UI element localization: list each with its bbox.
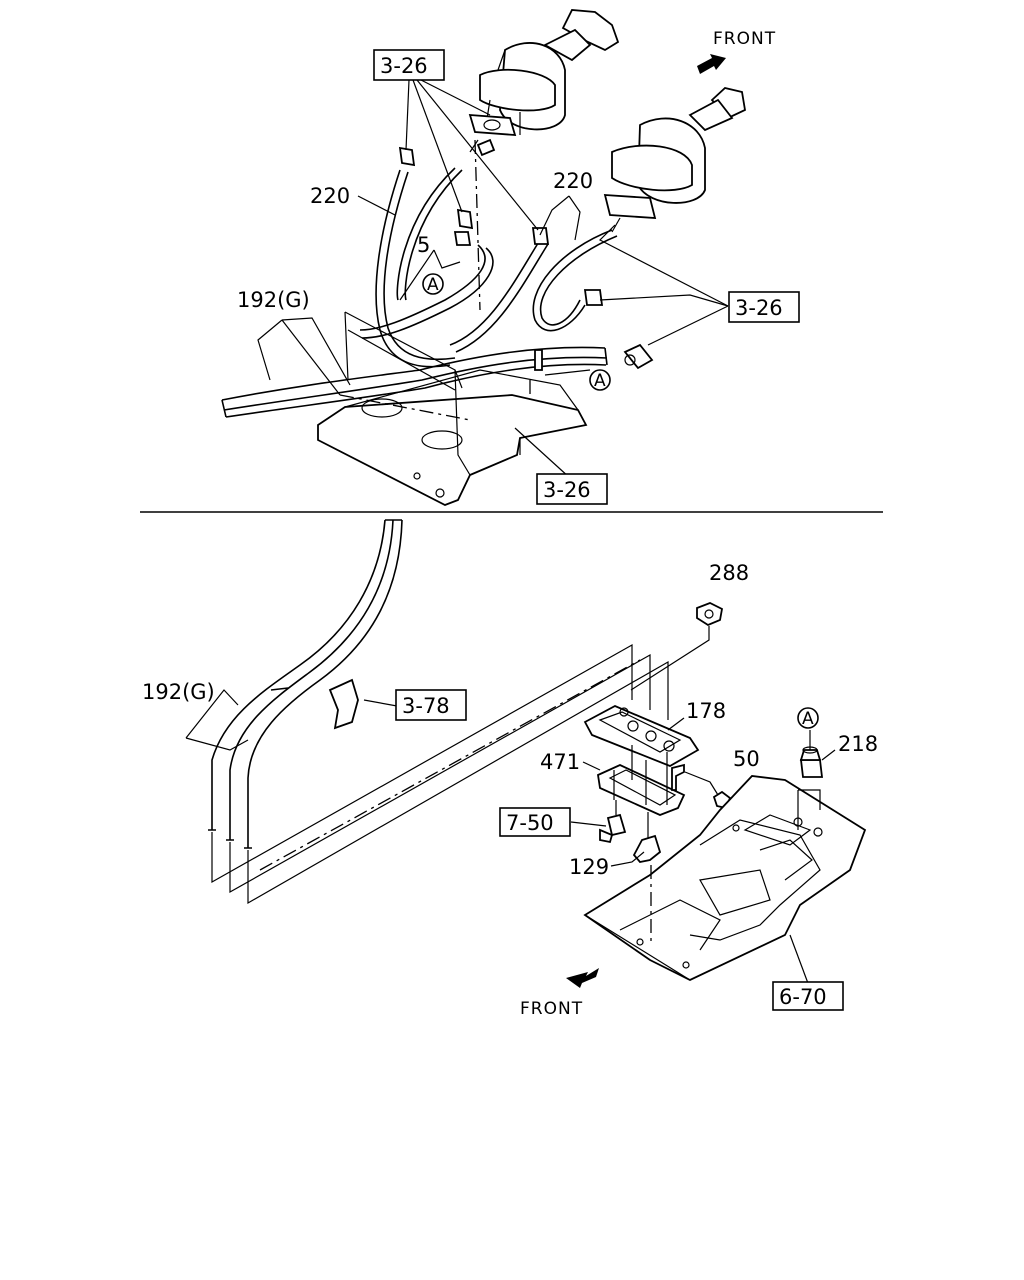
fitting-7-50 xyxy=(606,813,627,837)
cable-220-left xyxy=(359,167,494,368)
ref-label-3-26-a: 3-26 xyxy=(380,54,428,78)
clip-part xyxy=(328,678,359,730)
front-label-top: FRONT xyxy=(713,29,776,49)
connectors-top xyxy=(398,138,654,371)
lower-assembly: FRONT 192(G) 3-78 288 178 471 50 218 129… xyxy=(142,519,878,1019)
part-label-50: 50 xyxy=(733,747,760,771)
circle-a-label-3: A xyxy=(802,709,815,729)
ref-label-6-70: 6-70 xyxy=(779,985,827,1009)
circle-a-label-2: A xyxy=(594,371,607,391)
circle-a-marker-3 xyxy=(797,707,819,729)
front-label-bottom: FRONT xyxy=(520,999,583,1019)
screw-small xyxy=(671,763,685,791)
part-label-220-a: 220 xyxy=(310,184,350,208)
circle-a-label-1: A xyxy=(427,275,440,295)
part-label-218: 218 xyxy=(838,732,878,756)
plug-218 xyxy=(797,730,836,830)
cable-bundle-top xyxy=(221,346,608,418)
floor-panel xyxy=(583,775,867,982)
part-label-192g-top: 192(G) xyxy=(237,288,310,312)
ref-box-3-26-b xyxy=(728,291,800,323)
gasket-plate xyxy=(583,705,700,767)
ref-label-3-26-b: 3-26 xyxy=(735,296,783,320)
seal-ring xyxy=(597,764,686,816)
ref-label-3-78: 3-78 xyxy=(402,694,450,718)
control-lever-left xyxy=(468,9,620,153)
circle-a-marker-1 xyxy=(422,273,444,295)
ref-box-3-26-c xyxy=(536,473,608,505)
part-label-288: 288 xyxy=(709,561,749,585)
part-label-192g-bottom: 192(G) xyxy=(142,680,215,704)
elbow-129 xyxy=(632,834,662,863)
ref-box-6-70 xyxy=(772,981,844,1011)
ref-label-7-50: 7-50 xyxy=(506,811,554,835)
upper-assembly: FRONT 3-26 3-26 3-26 220 220 5 192(G) A … xyxy=(221,9,800,506)
part-label-129: 129 xyxy=(569,855,609,879)
ref-box-3-78 xyxy=(395,689,467,721)
ref-box-7-50 xyxy=(499,807,571,837)
wire-guide-frame xyxy=(344,311,471,476)
part-label-220-b: 220 xyxy=(553,169,593,193)
ref-box-3-26-a xyxy=(373,49,445,81)
front-arrow-top xyxy=(697,54,726,74)
control-lever-right xyxy=(603,87,746,233)
dashed-outline-lines xyxy=(211,643,669,905)
bracket-plate xyxy=(317,369,588,506)
cable-220-right xyxy=(449,229,618,353)
part-label-178: 178 xyxy=(686,699,726,723)
nut-288 xyxy=(630,602,724,691)
part-label-471: 471 xyxy=(540,750,580,774)
leaders-bottom xyxy=(185,689,813,995)
leaders-top xyxy=(257,79,729,479)
part-label-5: 5 xyxy=(417,233,430,257)
front-arrow-bottom xyxy=(566,968,599,988)
circle-a-marker-2 xyxy=(589,369,611,391)
ref-label-3-26-c: 3-26 xyxy=(543,478,591,502)
cable-bundle-bottom xyxy=(208,519,403,849)
